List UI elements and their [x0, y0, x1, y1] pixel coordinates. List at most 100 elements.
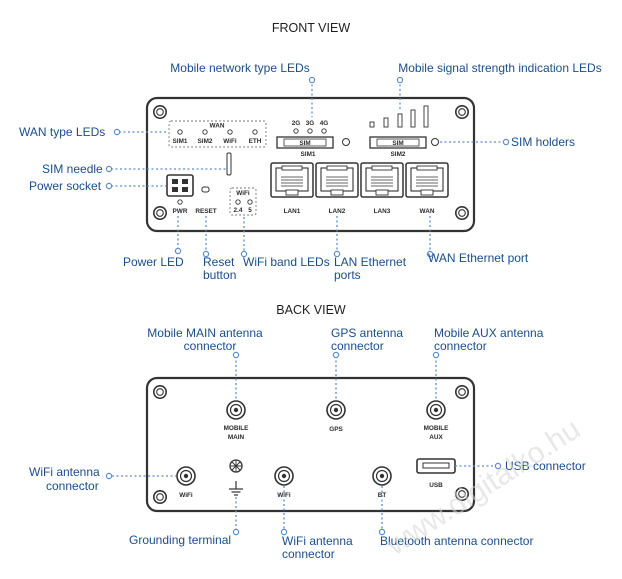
- screw-icon: [153, 105, 167, 119]
- screw-icon: [454, 105, 470, 119]
- signal-bar-icon: [383, 117, 389, 128]
- power-led-icon: [177, 199, 183, 205]
- callout-wan-ethernet-port: WAN Ethernet port: [428, 251, 529, 265]
- lan3-label: LAN3: [374, 208, 391, 215]
- lan1-label: LAN1: [284, 208, 301, 215]
- mobile-main-antenna-icon: [226, 400, 246, 420]
- grounding-screw-icon: [229, 459, 243, 473]
- callout-power-led: Power LED: [123, 255, 184, 269]
- front-view-title: FRONT VIEW: [272, 21, 350, 35]
- led-label-wifi: WiFi: [223, 138, 237, 145]
- wifi-left-label: WiFi: [179, 492, 193, 499]
- led-icon: [247, 199, 253, 205]
- screw-icon: [153, 489, 167, 505]
- mobile-aux-label-2: AUX: [429, 434, 443, 441]
- led-icon: [293, 128, 299, 134]
- led-icon: [177, 129, 183, 135]
- screw-icon: [454, 384, 470, 400]
- bluetooth-antenna-icon: [372, 466, 392, 486]
- callout-mobile-aux-line2: connector: [434, 339, 487, 353]
- led-icon: [227, 129, 233, 135]
- callout-mobile-main-line1: Mobile MAIN antenna: [147, 326, 263, 340]
- callout-bluetooth-antenna: Bluetooth antenna connector: [380, 534, 533, 548]
- gps-label: GPS: [329, 426, 343, 433]
- callout-reset-line1: Reset: [203, 255, 235, 269]
- callout-sim-needle: SIM needle: [42, 162, 103, 176]
- band-5-label: 5: [248, 207, 252, 214]
- callout-mobile-aux-line1: Mobile AUX antenna: [434, 326, 544, 340]
- signal-bar-icon: [369, 121, 375, 128]
- callout-sim-holders: SIM holders: [511, 135, 575, 149]
- wan-port-icon: [405, 162, 449, 198]
- lan2-label: LAN2: [329, 208, 346, 215]
- screw-icon: [454, 206, 470, 220]
- callout-reset-line2: button: [203, 268, 236, 282]
- callout-signal-strength-leds: Mobile signal strength indication LEDs: [398, 61, 601, 75]
- lan2-port-icon: [315, 162, 359, 198]
- reset-label: RESET: [195, 208, 216, 215]
- led-label-2g: 2G: [292, 120, 301, 127]
- callout-wifi-bottom-line1: WiFi antenna: [282, 534, 353, 548]
- sim2-eject-icon: [431, 138, 439, 146]
- back-view-title: BACK VIEW: [276, 303, 346, 317]
- mobile-main-label-2: MAIN: [228, 434, 245, 441]
- led-label-4g: 4G: [320, 120, 329, 127]
- lan3-port-icon: [360, 162, 404, 198]
- wifi-antenna-left-icon: [176, 466, 196, 486]
- callout-gps-line1: GPS antenna: [331, 326, 403, 340]
- usb-label: USB: [429, 482, 443, 489]
- signal-bar-icon: [423, 105, 429, 128]
- led-icon: [235, 199, 241, 205]
- callout-mobile-main-line2: connector: [184, 339, 237, 353]
- led-icon: [202, 129, 208, 135]
- gps-antenna-icon: [326, 400, 346, 420]
- sim1-eject-icon: [342, 138, 350, 146]
- mobile-main-label-1: MOBILE: [224, 425, 250, 432]
- callout-wifi-left-line1: WiFi antenna: [29, 465, 100, 479]
- reset-button-icon: [201, 186, 210, 193]
- led-label-sim2: SIM2: [198, 138, 213, 145]
- callout-wifi-band-leds: WiFi band LEDs: [243, 255, 330, 269]
- callout-usb-connector: USB connector: [505, 459, 586, 473]
- sim-needle-icon: [226, 152, 232, 176]
- front-leader-dots: [105, 76, 510, 258]
- signal-bar-icon: [397, 113, 403, 128]
- back-device: MOBILE MAIN GPS MOBILE AUX WiFi WiFi BT …: [145, 376, 476, 513]
- led-icon: [307, 128, 313, 134]
- back-leader-lines: [112, 356, 496, 530]
- sim1-holder-label: SIM: [299, 140, 310, 147]
- callout-wifi-bottom-line2: connector: [282, 547, 335, 561]
- front-leader-lines: [111, 80, 503, 252]
- wifi-band-box-label: WiFi: [236, 190, 250, 197]
- led-label-eth: ETH: [249, 138, 262, 145]
- ground-symbol-icon: [229, 481, 243, 496]
- callout-lan-line1: LAN Ethernet: [334, 255, 407, 269]
- led-label-3g: 3G: [306, 120, 315, 127]
- screw-icon: [153, 384, 167, 400]
- led-icon: [321, 128, 327, 134]
- signal-bar-icon: [410, 109, 416, 128]
- wifi-antenna-middle-icon: [274, 466, 294, 486]
- callout-grounding-terminal: Grounding terminal: [129, 533, 231, 547]
- callout-power-socket: Power socket: [29, 179, 102, 193]
- callout-lan-line2: ports: [334, 268, 361, 282]
- led-label-sim1: SIM1: [173, 138, 188, 145]
- pwr-label: PWR: [173, 208, 188, 215]
- back-leader-dots: [105, 351, 502, 536]
- callout-gps-line2: connector: [331, 339, 384, 353]
- mobile-aux-antenna-icon: [426, 400, 446, 420]
- callout-wan-type-leds: WAN type LEDs: [19, 125, 105, 139]
- sim2-slot-label: SIM2: [391, 151, 406, 158]
- screw-icon: [153, 206, 167, 220]
- power-socket-icon: [166, 174, 194, 197]
- front-device: WAN SIM1 SIM2 WiFi ETH 2G 3G 4G SIM SIM …: [145, 96, 476, 233]
- sim1-slot-label: SIM1: [301, 151, 316, 158]
- callout-mobile-network-type-leds: Mobile network type LEDs: [170, 61, 309, 75]
- mobile-aux-label-1: MOBILE: [424, 425, 450, 432]
- band-24-label: 2.4: [234, 207, 243, 214]
- lan1-port-icon: [270, 162, 314, 198]
- wan-port-label: WAN: [420, 208, 435, 215]
- callout-wifi-left-line2: connector: [46, 479, 99, 493]
